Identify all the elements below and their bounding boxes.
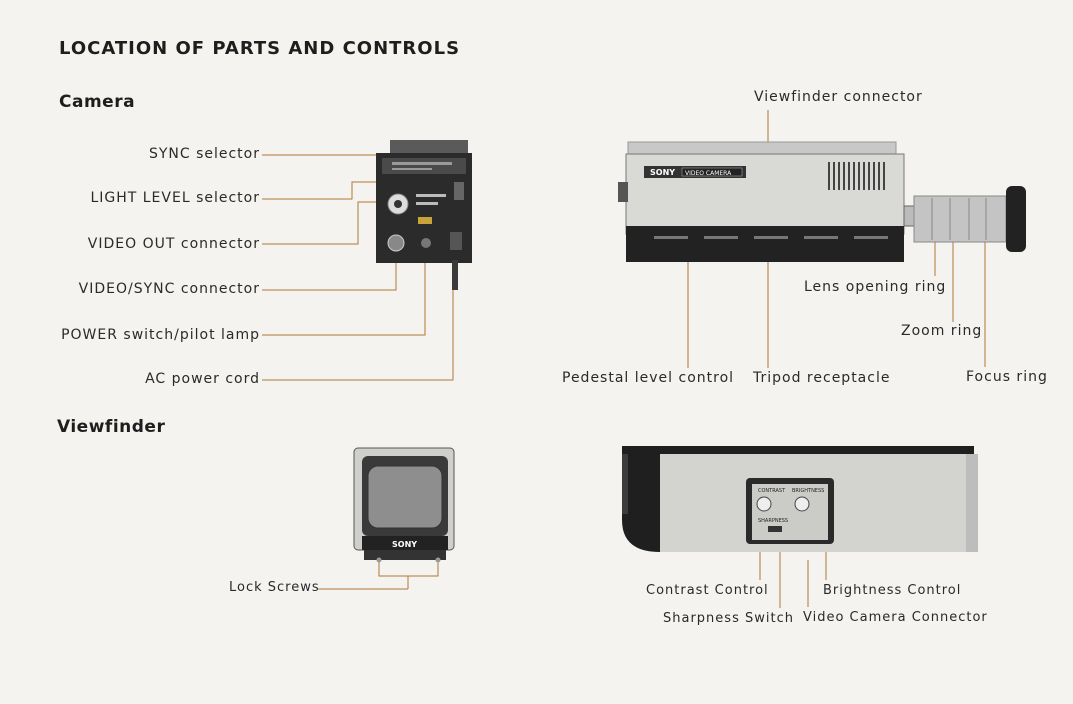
viewfinder-screen — [367, 465, 443, 529]
camera-brand-text: SONY — [650, 168, 675, 177]
label-pedestal-level-control: Pedestal level control — [562, 370, 735, 386]
label-video-sync-connector: VIDEO/SYNC connector — [78, 281, 260, 297]
label-viewfinder-connector: Viewfinder connector — [754, 89, 923, 105]
camera-rear-illustration — [376, 140, 472, 290]
lock-screw-right — [435, 557, 441, 563]
viewfinder-brand-text: SONY — [392, 540, 417, 549]
viewfinder-heading: Viewfinder — [57, 417, 166, 437]
leader-power — [262, 245, 426, 336]
label-focus-ring: Focus ring — [966, 369, 1048, 385]
viewfinder-front-illustration: SONY — [353, 447, 455, 563]
viewfinder-rear-illustration: CONTRAST BRIGHTNESS SHARPNESS — [622, 446, 978, 552]
brightness-knob — [794, 496, 810, 512]
panel-contrast-text: CONTRAST — [758, 488, 786, 494]
power-switch-indicator — [418, 217, 432, 224]
panel-sharpness-text: SHARPNESS — [758, 518, 788, 524]
contrast-knob — [756, 496, 772, 512]
label-lock-screws: Lock Screws — [229, 580, 320, 595]
label-ac-power-cord: AC power cord — [145, 371, 260, 387]
camera-heading: Camera — [59, 92, 136, 112]
ac-power-cord — [452, 260, 458, 290]
label-power-switch: POWER switch/pilot lamp — [61, 327, 260, 343]
leader-ac-cord — [262, 245, 454, 381]
ventilation-grille — [828, 162, 885, 190]
camera-model-badge-text: VIDEO CAMERA — [685, 170, 732, 177]
label-contrast-control: Contrast Control — [646, 583, 769, 598]
sharpness-switch — [768, 526, 782, 532]
label-video-camera-connector: Video Camera Connector — [803, 610, 988, 625]
label-sync-selector: SYNC selector — [148, 146, 260, 162]
label-sharpness-switch: Sharpness Switch — [663, 611, 794, 626]
lens-barrel — [913, 195, 1007, 243]
page-title: LOCATION OF PARTS AND CONTROLS — [59, 38, 461, 59]
panel-brightness-text: BRIGHTNESS — [792, 488, 824, 494]
camera-side-illustration: SONY VIDEO CAMERA — [618, 141, 1026, 262]
label-lens-opening-ring: Lens opening ring — [804, 279, 947, 295]
label-tripod-receptacle: Tripod receptacle — [753, 370, 891, 386]
label-brightness-control: Brightness Control — [823, 583, 962, 598]
label-zoom-ring: Zoom ring — [901, 323, 983, 339]
label-light-level-selector: LIGHT LEVEL selector — [90, 190, 260, 206]
label-video-out-connector: VIDEO OUT connector — [87, 236, 260, 252]
lock-screw-left — [376, 557, 382, 563]
video-out-jack — [387, 234, 405, 252]
lens-hood — [1006, 186, 1026, 252]
